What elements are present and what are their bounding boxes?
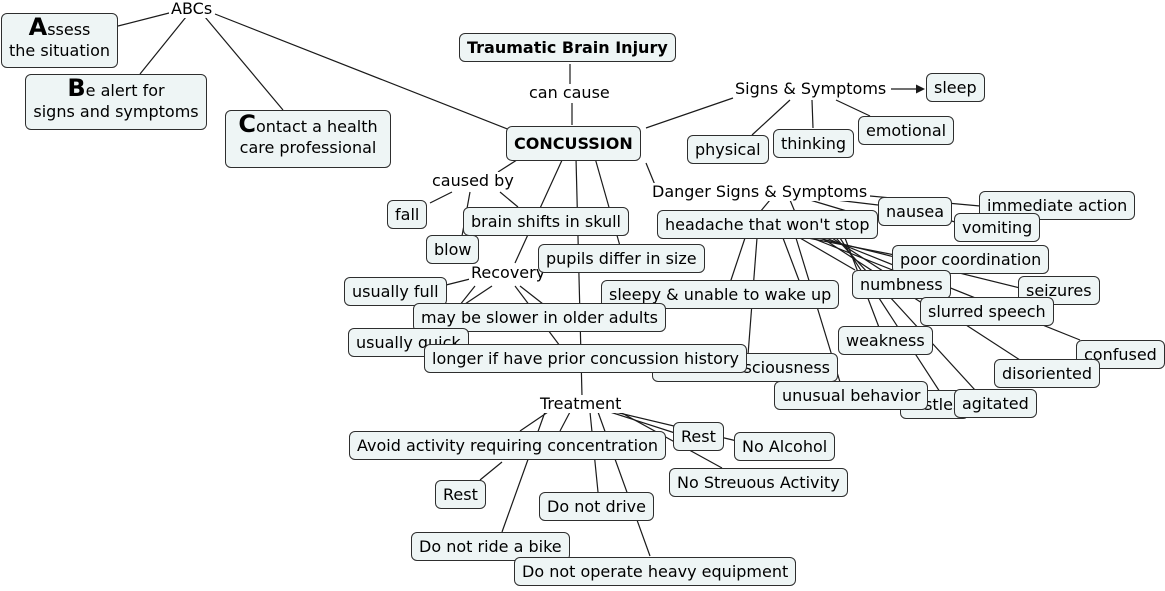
treatment-label: Treatment [538, 394, 624, 413]
blow-node[interactable]: blow [426, 235, 480, 264]
agitated-node[interactable]: agitated [954, 389, 1037, 418]
assess-initial: A [28, 13, 48, 41]
slurred-speech-node[interactable]: slurred speech [920, 297, 1054, 326]
contact-text: ontact a health [255, 117, 378, 136]
be-alert-node[interactable]: Be alert for signs and symptoms [25, 74, 207, 130]
physical-node[interactable]: physical [687, 135, 769, 164]
signs-symptoms-label: Signs & Symptoms [733, 79, 889, 98]
immediate-action-node[interactable]: immediate action [979, 191, 1136, 220]
unusual-behavior-node[interactable]: unusual behavior [774, 381, 929, 410]
assess-line2: the situation [9, 41, 110, 60]
poor-coordination-node[interactable]: poor coordination [892, 245, 1050, 274]
contact-line2: care professional [239, 138, 377, 157]
avoid-concentration-node[interactable]: Avoid activity requiring concentration [349, 431, 667, 460]
no-alcohol-node[interactable]: No Alcohol [734, 432, 836, 461]
usually-quick-node[interactable]: usually quick [348, 328, 469, 357]
be-alert-line2: signs and symptoms [33, 102, 199, 121]
usually-full-node[interactable]: usually full [344, 277, 447, 306]
brain-shifts-node[interactable]: brain shifts in skull [463, 207, 629, 236]
concussion-node[interactable]: CONCUSSION [506, 126, 641, 161]
pupils-node[interactable]: pupils differ in size [538, 244, 705, 273]
contact-node[interactable]: Contact a health care professional [225, 110, 391, 168]
no-drive-node[interactable]: Do not drive [539, 492, 654, 521]
vomiting-node[interactable]: vomiting [954, 213, 1041, 242]
assess-node[interactable]: Assess the situation [1, 13, 118, 68]
weakness-node[interactable]: weakness [838, 326, 933, 355]
recovery-label: Recovery [469, 263, 548, 282]
no-strenuous-node[interactable]: No Streuous Activity [669, 468, 848, 497]
no-heavy-equipment-node[interactable]: Do not operate heavy equipment [514, 557, 797, 586]
assess-text: ssess [47, 20, 91, 39]
abcs-label: ABCs [169, 0, 215, 18]
be-alert-text: e alert for [85, 81, 165, 100]
emotional-node[interactable]: emotional [858, 116, 955, 145]
nausea-node[interactable]: nausea [878, 197, 953, 226]
numbness-node[interactable]: numbness [852, 270, 951, 299]
danger-signs-label: Danger Signs & Symptoms [650, 182, 870, 201]
thinking-node[interactable]: thinking [773, 129, 855, 158]
contact-initial: C [238, 110, 256, 138]
caused-by-label: caused by [430, 171, 516, 190]
sleep-node[interactable]: sleep [926, 73, 985, 102]
rest-node-2[interactable]: Rest [435, 480, 486, 509]
fall-node[interactable]: fall [387, 200, 428, 229]
older-adults-node[interactable]: may be slower in older adults [413, 303, 666, 332]
can-cause-label: can cause [527, 83, 612, 102]
no-bike-node[interactable]: Do not ride a bike [411, 532, 570, 561]
tbi-node[interactable]: Traumatic Brain Injury [459, 33, 676, 62]
be-alert-initial: B [67, 74, 86, 102]
headache-node[interactable]: headache that won't stop [657, 210, 878, 239]
rest-node-1[interactable]: Rest [673, 422, 724, 451]
disoriented-node[interactable]: disoriented [994, 359, 1101, 388]
prior-history-node[interactable]: longer if have prior concussion history [424, 344, 748, 373]
